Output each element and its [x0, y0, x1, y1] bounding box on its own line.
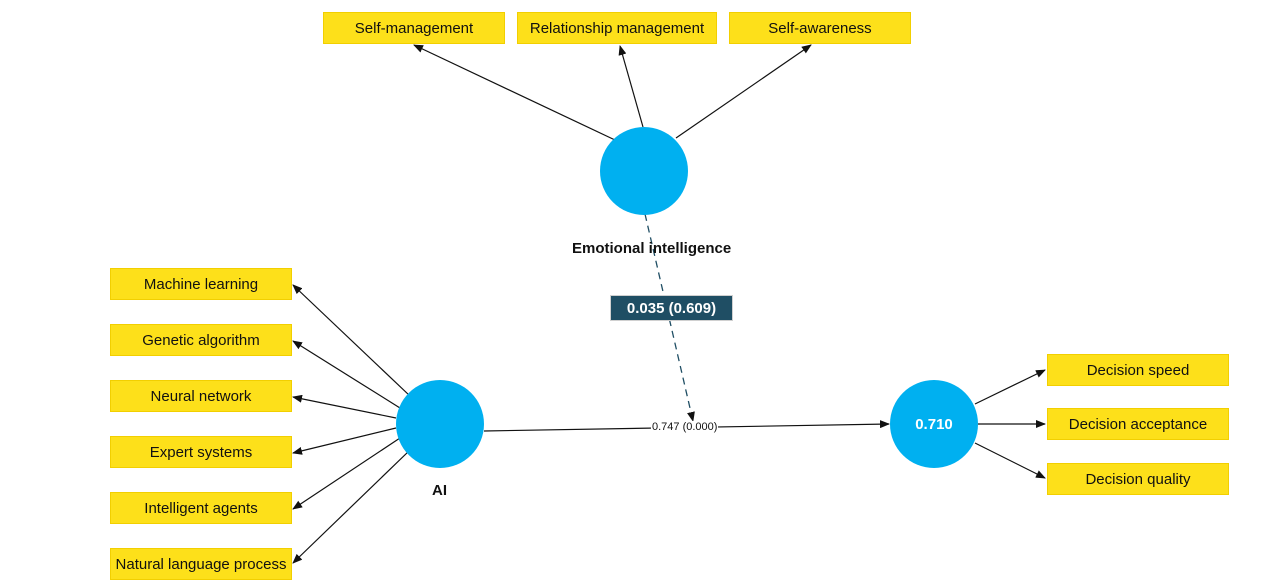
arrow-ai-expert-systems — [292, 427, 397, 455]
arrow-ei-relationship-management — [618, 45, 644, 128]
ai-decision-coefficient: 0.747 (0.000) — [651, 421, 719, 433]
indicator-decision-acceptance: Decision acceptance — [1047, 408, 1229, 440]
indicator-machine-learning: Machine learning — [110, 268, 292, 300]
arrow-ai-genetic-algorithm — [292, 340, 401, 409]
moderation-coefficient: 0.035 (0.609) — [610, 295, 733, 321]
indicator-decision-speed: Decision speed — [1047, 354, 1229, 386]
indicator-intelligent-agents: Intelligent agents — [110, 492, 292, 524]
r-squared-value: 0.710 — [915, 415, 953, 433]
indicator-genetic-algorithm: Genetic algorithm — [110, 324, 292, 356]
arrow-ai-machine-learning — [292, 284, 411, 397]
arrow-ei-self-management — [413, 44, 616, 141]
label-ai: AI — [432, 482, 447, 499]
indicator-decision-quality: Decision quality — [1047, 463, 1229, 495]
indicator-neural-network: Neural network — [110, 380, 292, 412]
construct-emotional-intelligence — [600, 127, 688, 215]
indicator-natural-language-process: Natural language process — [110, 548, 292, 580]
arrow-decision-speed — [974, 369, 1046, 405]
indicator-self-management: Self-management — [323, 12, 505, 44]
arrow-ai-neural-network — [292, 394, 397, 419]
indicator-expert-systems: Expert systems — [110, 436, 292, 468]
arrow-ai-natural-language-process — [292, 449, 411, 564]
indicator-self-awareness: Self-awareness — [729, 12, 911, 44]
arrow-ai-intelligent-agents — [292, 437, 401, 510]
indicator-relationship-management: Relationship management — [517, 12, 717, 44]
construct-decision: 0.710 — [890, 380, 978, 468]
construct-ai — [396, 380, 484, 468]
arrow-decision-quality — [974, 442, 1046, 479]
label-emotional-intelligence: Emotional intelligence — [572, 240, 732, 257]
arrow-ei-self-awareness — [675, 44, 812, 139]
